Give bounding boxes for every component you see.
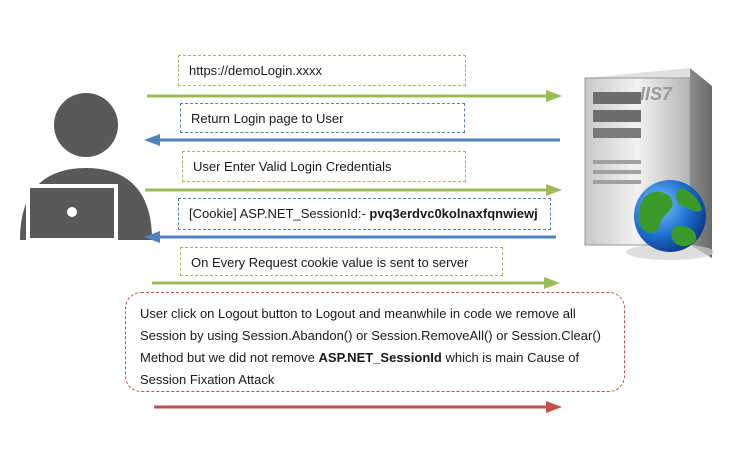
server-label: IIS7	[640, 84, 673, 104]
logout-note: User click on Logout button to Logout an…	[125, 292, 625, 392]
note-line-3: Method but we did not remove ASP.NET_Ses…	[140, 347, 610, 369]
arrow-cookie	[144, 231, 556, 243]
note-line-3-prefix: Method but we did not remove	[140, 350, 315, 365]
msg-cookie: [Cookie] ASP.NET_SessionId:- pvq3erdvc0k…	[178, 198, 551, 230]
note-line-1: User click on Logout button to Logout an…	[140, 306, 576, 321]
msg-enter-credentials: User Enter Valid Login Credentials	[182, 151, 466, 182]
msg-every-request: On Every Request cookie value is sent to…	[180, 247, 503, 276]
note-line-3-suffix: which is main Cause of	[445, 350, 580, 365]
cookie-prefix: [Cookie] ASP.NET_SessionId:-	[189, 206, 366, 221]
arrow-logout	[154, 401, 562, 413]
user-icon	[20, 93, 152, 240]
msg-enter-credentials-text: User Enter Valid Login Credentials	[193, 159, 392, 174]
msg-request-url-text: https://demoLogin.xxxx	[189, 63, 322, 78]
arrow-request-url	[147, 90, 562, 102]
cookie-session-id: pvq3erdvc0kolnaxfqnwiewj	[369, 206, 538, 221]
msg-return-login-text: Return Login page to User	[191, 111, 344, 126]
msg-return-login: Return Login page to User	[180, 103, 465, 133]
note-line-2: Session by using Session.Abandon() or Se…	[140, 328, 601, 343]
msg-every-request-text: On Every Request cookie value is sent to…	[191, 255, 469, 270]
msg-request-url: https://demoLogin.xxxx	[178, 55, 466, 86]
arrow-every-request	[152, 277, 560, 289]
arrow-enter-credentials	[145, 184, 562, 196]
note-session-id-name: ASP.NET_SessionId	[318, 350, 442, 365]
globe-icon	[626, 180, 714, 260]
note-line-4: Session Fixation Attack	[140, 372, 275, 387]
arrow-return-login	[144, 134, 560, 146]
